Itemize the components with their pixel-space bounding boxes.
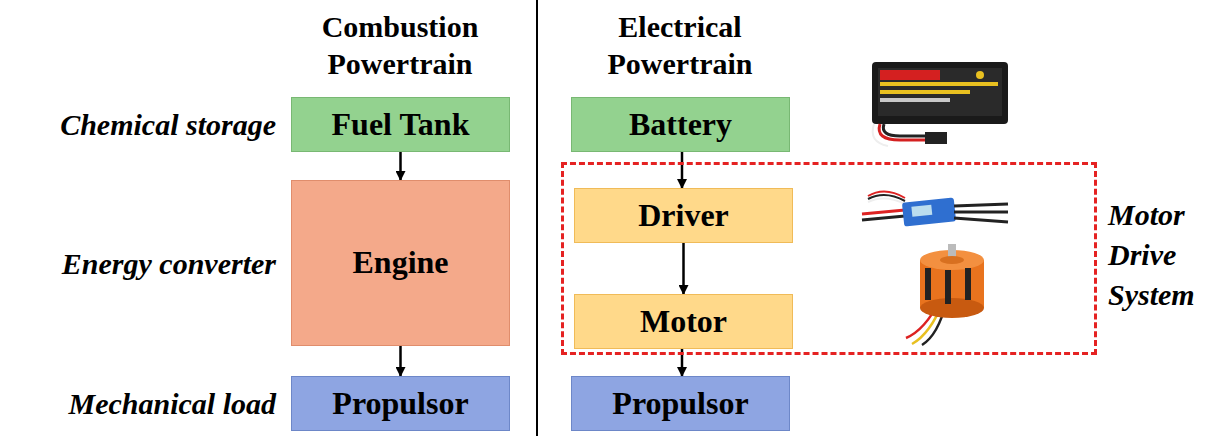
flow-arrow — [399, 152, 402, 180]
driver-picture — [862, 191, 1008, 226]
box-label: Fuel Tank — [332, 107, 470, 142]
box-label: Propulsor — [332, 386, 468, 421]
converter-box: Engine — [291, 180, 510, 346]
box-label: Battery — [629, 107, 732, 142]
storage-box: Battery — [571, 97, 790, 152]
flow-arrow — [681, 152, 684, 188]
group-frame: Motor Drive SystemDriverMotor — [561, 162, 1097, 355]
flow-arrow — [399, 346, 402, 376]
driver-box: Motor — [574, 294, 793, 349]
column-heading: Combustion Powertrain — [280, 8, 520, 82]
load-box: Propulsor — [291, 376, 510, 431]
flow-arrow — [682, 243, 685, 294]
driver-box: Driver — [574, 188, 793, 243]
storage-box: Fuel Tank — [291, 97, 510, 152]
divider-line — [536, 0, 538, 436]
row-label: Energy converter — [2, 245, 276, 282]
motor-picture — [906, 244, 984, 345]
row-label: Mechanical load — [2, 385, 276, 422]
column-heading: Electrical Powertrain — [560, 8, 800, 82]
box-label: Driver — [638, 198, 729, 233]
row-label: Chemical storage — [2, 106, 276, 143]
group-label: Motor Drive System — [1108, 195, 1220, 315]
box-label: Engine — [352, 245, 448, 280]
box-label: Propulsor — [612, 386, 748, 421]
box-label: Motor — [640, 304, 727, 339]
load-box: Propulsor — [571, 376, 790, 431]
battery-picture — [872, 62, 1008, 146]
